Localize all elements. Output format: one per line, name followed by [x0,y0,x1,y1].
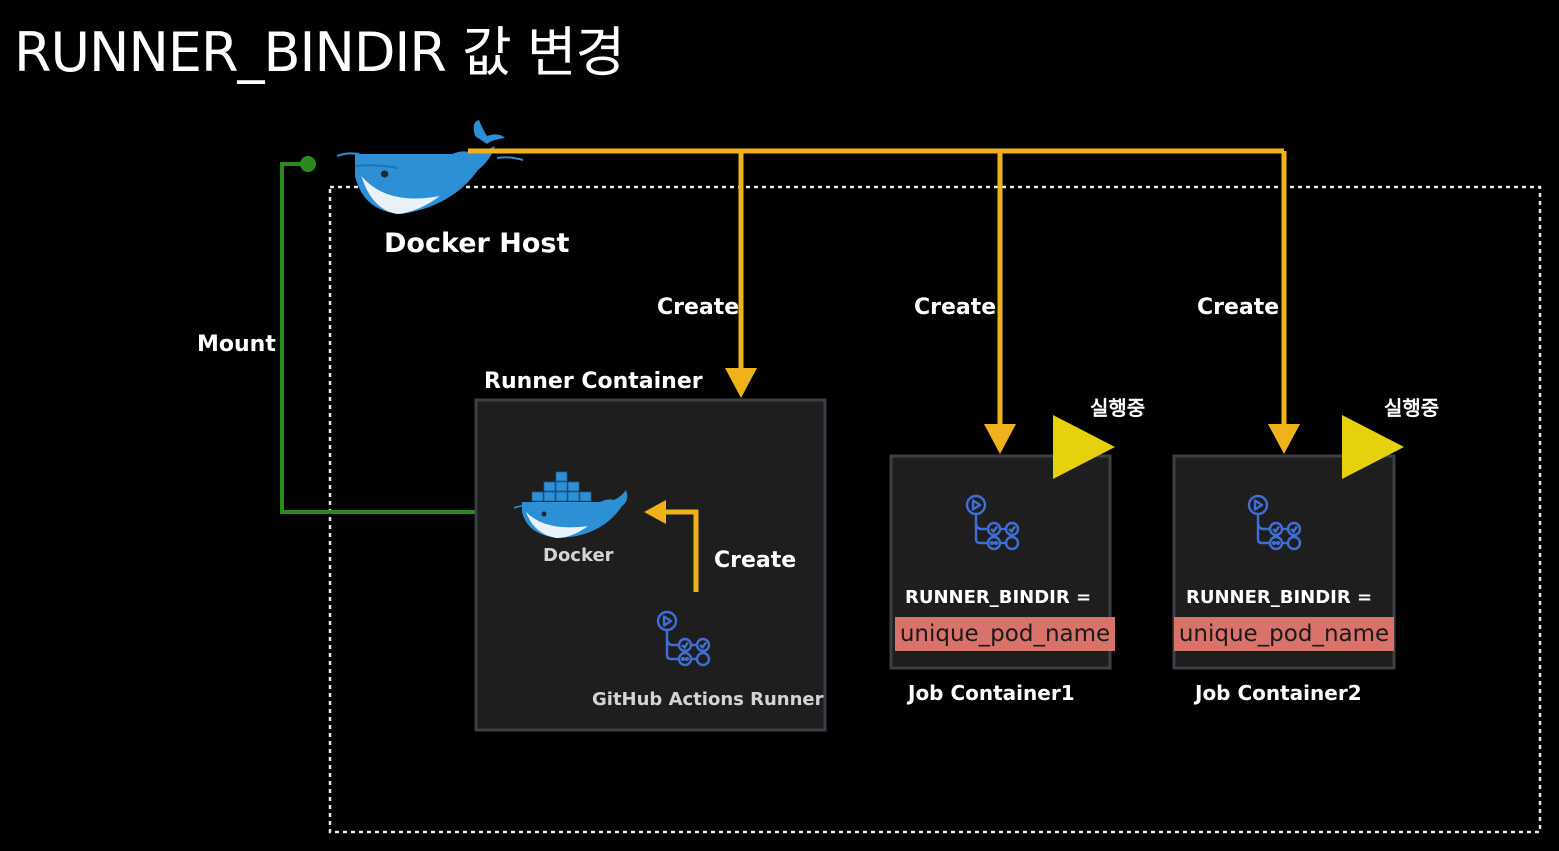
job-2-env-label: RUNNER_BINDIR = [1186,587,1373,608]
job-1-env-label: RUNNER_BINDIR = [905,587,1092,608]
mount-label: Mount [197,332,276,357]
docker-label: Docker [543,545,614,566]
job-container-2-title: Job Container2 [1195,681,1362,705]
job-2-play-triangle-icon [1342,415,1404,479]
github-actions-runner-label: GitHub Actions Runner [592,689,824,710]
runner-create-arrow [662,509,699,592]
create-arrowheads [725,368,1300,454]
create-label-docker: Create [714,548,797,573]
create-label-job-2: Create [1197,295,1280,320]
job-container-1-title: Job Container1 [908,681,1075,705]
page-title: RUNNER_BINDIR 값 변경 [14,21,625,84]
job-1-status: 실행중 [1090,396,1146,420]
docker-engine-icon [513,471,628,538]
job-2-env-value: unique_pod_name [1174,617,1394,651]
job-1-play-triangle-icon [1053,415,1115,479]
runner-container-title: Runner Container [484,369,703,394]
docker-host-whale-icon [336,120,524,216]
create-label-job-1: Create [914,295,997,320]
runner-container-box [474,398,827,732]
docker-host-boundary [328,185,1542,834]
runner-create-arrowhead [644,500,666,524]
job-2-status: 실행중 [1384,396,1440,420]
create-label-runner: Create [657,295,740,320]
job-1-env-value: unique_pod_name [895,617,1115,651]
create-arrows [468,148,1287,428]
docker-host-label: Docker Host [384,228,570,259]
